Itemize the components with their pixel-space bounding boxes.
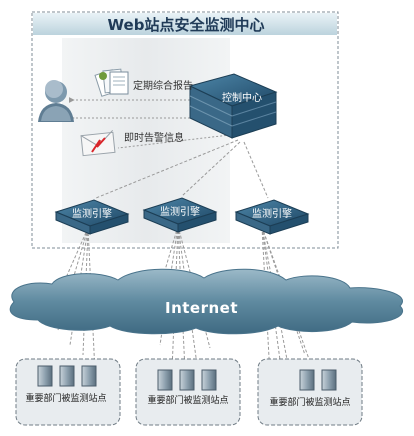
center-to-alarm-link [117, 133, 239, 149]
monitoring-engine-1 [54, 199, 130, 235]
report-documents-icon [94, 68, 129, 97]
site-servers-3 [299, 369, 337, 391]
site-box-3 [257, 358, 363, 426]
site-label-2: 重要部门被监测站点 [147, 396, 229, 406]
user-icon [38, 80, 74, 122]
engine-label-3: 监测引擎 [252, 209, 292, 220]
site-box-2 [135, 358, 241, 426]
monitoring-engine-2 [142, 197, 218, 233]
engine-label-1: 监测引擎 [72, 209, 112, 220]
internet-label: Internet [165, 299, 239, 317]
diagram-title: Web站点安全监测中心 [107, 16, 265, 34]
engine-label-2: 监测引擎 [160, 207, 200, 218]
control-center-label: 控制中心 [222, 93, 262, 104]
site-servers-1 [37, 365, 97, 387]
alarm-envelope-icon [80, 130, 116, 157]
site-servers-2 [157, 369, 217, 391]
report-label: 定期综合报告 [133, 81, 193, 92]
site-label-1: 重要部门被监测站点 [25, 394, 107, 404]
internet-cloud [9, 268, 403, 335]
monitoring-engine-3 [234, 199, 310, 235]
control-center-device [188, 73, 278, 139]
site-label-3: 重要部门被监测站点 [269, 398, 351, 408]
center-to-engine-links [95, 139, 269, 199]
alarm-label: 即时告警信息 [124, 133, 184, 144]
